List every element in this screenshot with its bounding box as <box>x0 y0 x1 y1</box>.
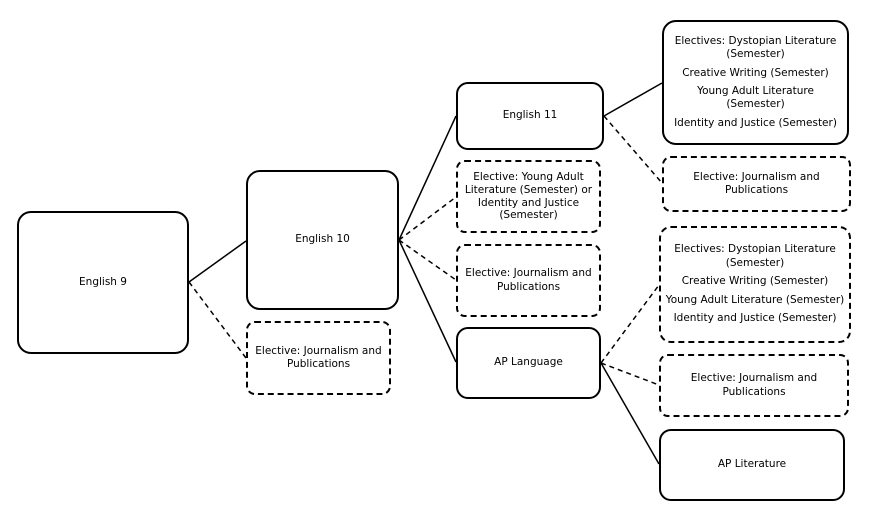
connector-ap-language-ap-literature <box>600 362 660 465</box>
english-11-elective-identity-justice: Identity and Justice (Semester) <box>674 116 837 129</box>
connector-english9-english10 <box>188 240 247 283</box>
english-10-journalism-line-2: Publications <box>496 280 561 293</box>
connector-english11-journalism <box>603 115 663 184</box>
english-11-elective-creative-writing: Creative Writing (Semester) <box>682 66 829 79</box>
connector-english9-elective <box>188 281 247 359</box>
english-9-elective-line-2: Publications <box>286 358 351 370</box>
ap-language-electives-box: Electives: Dystopian Literature (Semeste… <box>659 226 851 343</box>
ap-literature-label: AP Literature <box>717 458 787 471</box>
english-11-box: English 11 <box>456 82 604 150</box>
english-10-ya-elective-box: Elective: Young Adult Literature (Semest… <box>456 160 601 233</box>
ya-elective-line-2: Literature (Semester) or <box>464 183 593 196</box>
english-9-box: English 9 <box>17 211 189 354</box>
english-9-label: English 9 <box>79 275 127 288</box>
ap-language-journalism-label: Elective: Journalism and Publications <box>690 372 818 398</box>
english-11-elective-dystopian: Electives: Dystopian Literature (Semeste… <box>674 34 837 61</box>
english-11-label: English 11 <box>502 109 558 122</box>
english-9-journalism-elective-box: Elective: Journalism and Publications <box>246 321 391 395</box>
ap-language-elective-creative-writing: Creative Writing (Semester) <box>681 275 829 288</box>
ap-literature-box: AP Literature <box>659 429 845 501</box>
english-10-journalism-elective-box: Elective: Journalism and Publications <box>456 244 601 317</box>
english-10-journalism-line-1: Elective: Journalism and <box>465 267 592 280</box>
english-11-electives-box: Electives: Dystopian Literature (Semeste… <box>662 20 849 145</box>
connector-english10-ap-language <box>398 239 457 363</box>
connector-english10-english11 <box>398 115 457 241</box>
english-10-box: English 10 <box>246 170 399 310</box>
ap-language-elective-dystopian: Electives: Dystopian Literature (Semeste… <box>674 243 836 269</box>
connector-english10-ya-elective <box>398 196 457 241</box>
ya-elective-line-4: (Semester) <box>499 209 558 222</box>
ya-elective-line-3: Identity and Justice <box>477 196 580 209</box>
ap-language-elective-identity-justice: Identity and Justice (Semester) <box>673 312 837 325</box>
connector-english11-electives <box>603 82 663 117</box>
english-10-label: English 10 <box>295 233 350 246</box>
ya-elective-line-1: Elective: Young Adult <box>473 171 584 184</box>
connector-ap-language-journalism <box>600 362 660 386</box>
connector-ap-language-electives <box>600 284 660 364</box>
english-11-elective-young-adult: Young Adult Literature (Semester) <box>697 85 814 111</box>
connector-english10-journalism <box>398 239 457 281</box>
ap-language-box: AP Language <box>456 327 601 399</box>
english-11-journalism-box: Elective: Journalism and Publications <box>662 156 851 212</box>
english-9-elective-line-1: Elective: Journalism and <box>255 344 382 357</box>
ap-language-label: AP Language <box>494 356 563 369</box>
ap-language-journalism-box: Elective: Journalism and Publications <box>659 354 849 417</box>
ap-language-elective-young-adult: Young Adult Literature (Semester) <box>665 293 845 306</box>
english-11-journalism-label: Elective: Journalism and Publications <box>693 170 820 196</box>
